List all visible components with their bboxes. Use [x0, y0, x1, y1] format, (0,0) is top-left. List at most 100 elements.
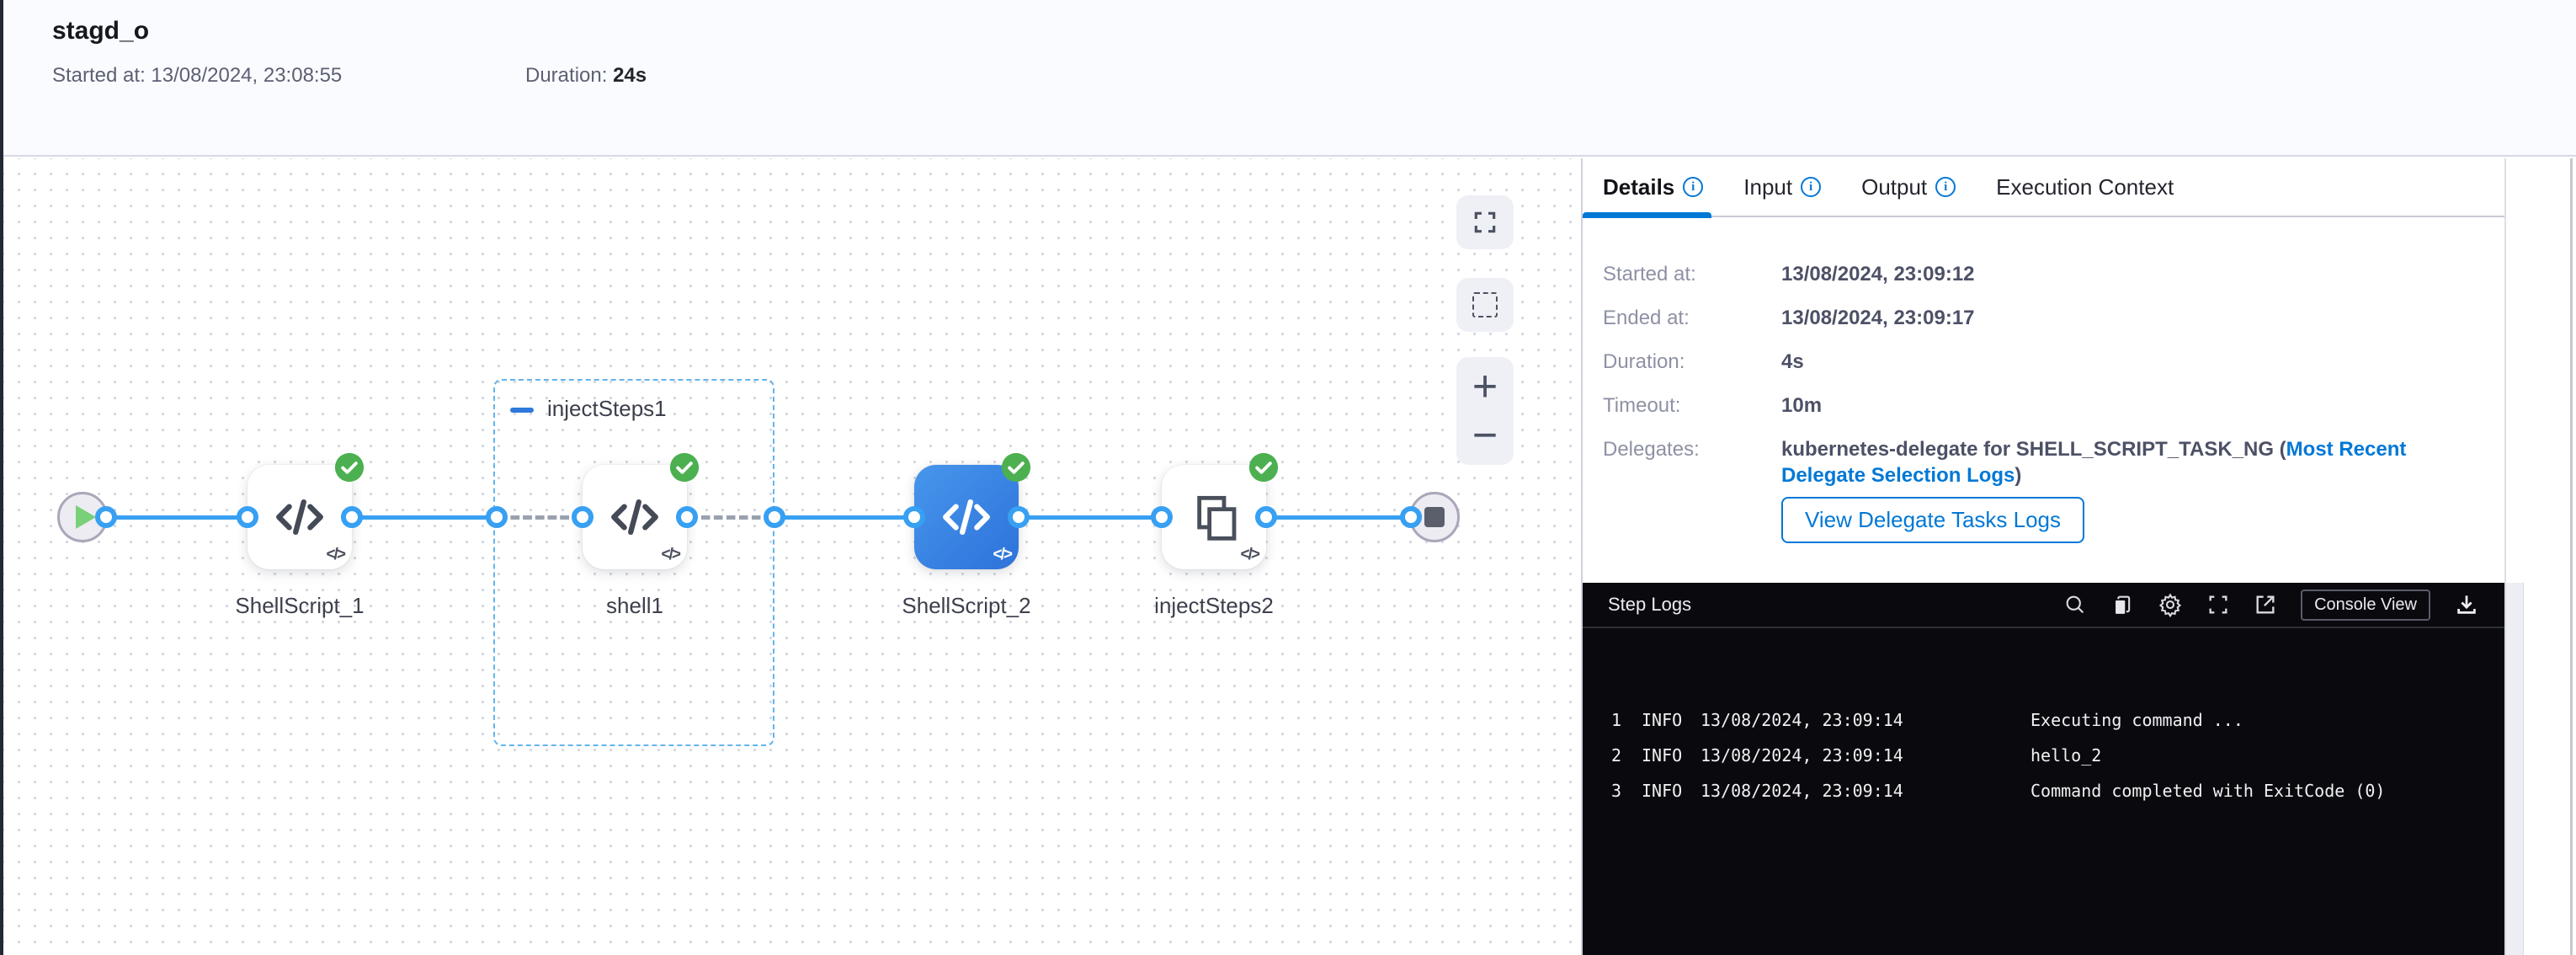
- connector-port[interactable]: [237, 506, 258, 528]
- tab-label: Execution Context: [1996, 173, 2174, 200]
- connector-port[interactable]: [1255, 506, 1277, 528]
- step-group-injectSteps1[interactable]: injectSteps1: [493, 379, 774, 746]
- step-group-label[interactable]: injectSteps1: [547, 396, 667, 421]
- copy-icon[interactable]: [2110, 593, 2134, 616]
- step-logs-header: Step Logs Console: [1583, 583, 2504, 628]
- settings-gear-icon[interactable]: [2158, 592, 2183, 617]
- zoom-controls[interactable]: + −: [1456, 357, 1514, 465]
- connector-port[interactable]: [572, 506, 593, 528]
- tab-details[interactable]: Details i: [1583, 157, 1723, 218]
- multi-select-button[interactable]: [1456, 278, 1514, 332]
- step-node-shellscript-2[interactable]: </>: [914, 452, 1031, 569]
- pipeline-canvas[interactable]: injectSteps1 </> ShellScript_1 </>: [3, 158, 1583, 955]
- zoom-out-button[interactable]: −: [1472, 411, 1498, 460]
- detail-row-timeout: Timeout: 10m: [1603, 392, 2479, 419]
- step-node-injectsteps2[interactable]: </>: [1162, 452, 1279, 569]
- detail-row-duration: Duration: 4s: [1603, 349, 2479, 375]
- step-label: shell1: [606, 593, 663, 618]
- stage-duration-label: Duration:: [525, 64, 608, 87]
- step-label: ShellScript_1: [235, 593, 365, 618]
- log-line-number: 3: [1610, 781, 1621, 801]
- step-logs-title: Step Logs: [1608, 594, 1692, 615]
- log-level: INFO: [1642, 745, 1683, 766]
- connector-line-dashed: [497, 515, 583, 520]
- details-tab-bar: Details i Input i Output i Execution Con…: [1583, 157, 2504, 218]
- console-view-button[interactable]: Console View: [2301, 589, 2430, 621]
- download-icon[interactable]: [2454, 592, 2479, 617]
- log-line-number: 1: [1610, 710, 1621, 730]
- shell-script-mini-icon: </>: [993, 546, 1014, 563]
- stage-duration: Duration: 24s: [525, 64, 647, 88]
- connector-port[interactable]: [676, 506, 698, 528]
- connector-port[interactable]: [95, 506, 117, 528]
- tab-input[interactable]: Input i: [1723, 157, 1841, 216]
- info-icon[interactable]: i: [1801, 177, 1822, 197]
- connector-port[interactable]: [341, 506, 363, 528]
- log-line: 1 INFO 13/08/2024, 23:09:14 Executing comma…: [1606, 702, 2488, 738]
- log-line: 2 INFO 13/08/2024, 23:09:14 hello_2: [1606, 738, 2488, 773]
- connector-port[interactable]: [764, 506, 785, 528]
- connector-port[interactable]: [486, 506, 508, 528]
- play-icon: [76, 505, 96, 529]
- shell-script-mini-icon: </>: [1240, 546, 1261, 563]
- panel-divider: [1581, 158, 1583, 955]
- detail-row-delegates: Delegates: kubernetes-delegate for SHELL…: [1603, 436, 2479, 488]
- connector-line-dashed: [687, 515, 774, 520]
- connector-port[interactable]: [1400, 506, 1422, 528]
- log-timestamp: 13/08/2024, 23:09:14: [1700, 745, 1903, 766]
- tab-execution-context[interactable]: Execution Context: [1976, 157, 2194, 216]
- success-check-icon: [334, 452, 365, 483]
- fullscreen-icon[interactable]: [2206, 593, 2230, 616]
- info-icon[interactable]: i: [1683, 177, 1704, 197]
- delegates-value: kubernetes-delegate for SHELL_SCRIPT_TAS…: [1781, 436, 2455, 488]
- connector-line: [774, 515, 914, 520]
- search-icon[interactable]: [2063, 593, 2087, 616]
- step-label: ShellScript_2: [902, 593, 1031, 618]
- pipeline-start-node[interactable]: [57, 492, 108, 542]
- detail-value: 13/08/2024, 23:09:17: [1781, 307, 1975, 329]
- connector-port[interactable]: [1151, 506, 1173, 528]
- tab-output[interactable]: Output i: [1841, 157, 1976, 216]
- connector-line: [1019, 515, 1162, 520]
- stop-icon: [1424, 507, 1445, 527]
- zoom-in-button[interactable]: +: [1472, 362, 1498, 411]
- window-left-edge: [0, 0, 3, 955]
- success-check-icon: [1248, 452, 1279, 483]
- connector-line: [106, 515, 247, 520]
- step-group-copy-icon: [1197, 495, 1237, 541]
- log-message: hello_2: [2030, 745, 2102, 766]
- step-node-shellscript-1[interactable]: </>: [247, 452, 365, 569]
- log-message: Command completed with ExitCode (0): [2030, 781, 2386, 801]
- collapse-group-icon[interactable]: [510, 408, 534, 413]
- log-scrollbar[interactable]: [2504, 583, 2524, 955]
- log-level: INFO: [1642, 710, 1683, 730]
- open-in-new-icon[interactable]: [2254, 593, 2277, 616]
- connector-line: [1266, 515, 1411, 520]
- detail-label: Duration:: [1603, 350, 1685, 373]
- delegates-text: ): [2014, 464, 2022, 487]
- log-line-number: 2: [1610, 745, 1621, 766]
- connector-port[interactable]: [1008, 506, 1030, 528]
- fit-to-screen-button[interactable]: [1456, 195, 1514, 249]
- view-delegate-tasks-logs-button[interactable]: View Delegate Tasks Logs: [1781, 497, 2085, 543]
- connector-line: [352, 515, 497, 520]
- code-icon: [276, 499, 323, 536]
- stage-duration-value: 24s: [613, 64, 647, 87]
- code-icon: [611, 499, 658, 536]
- step-logs-console: Step Logs Console: [1583, 583, 2504, 955]
- step-node-shell1[interactable]: </>: [583, 452, 700, 569]
- log-message: Executing command ...: [2030, 710, 2243, 730]
- connector-port[interactable]: [903, 506, 925, 528]
- detail-label: Ended at:: [1603, 307, 1690, 329]
- shell-script-mini-icon: </>: [661, 546, 682, 563]
- tab-label: Input: [1743, 173, 1793, 200]
- code-icon: [943, 499, 990, 536]
- step-label: injectSteps2: [1154, 593, 1274, 618]
- delegate-selection-logs-link[interactable]: Most Recent Delegate Selection Logs: [1781, 438, 2407, 487]
- info-icon[interactable]: i: [1935, 177, 1956, 197]
- log-timestamp: 13/08/2024, 23:09:14: [1700, 710, 1903, 730]
- detail-row-ended: Ended at: 13/08/2024, 23:09:17: [1603, 305, 2479, 331]
